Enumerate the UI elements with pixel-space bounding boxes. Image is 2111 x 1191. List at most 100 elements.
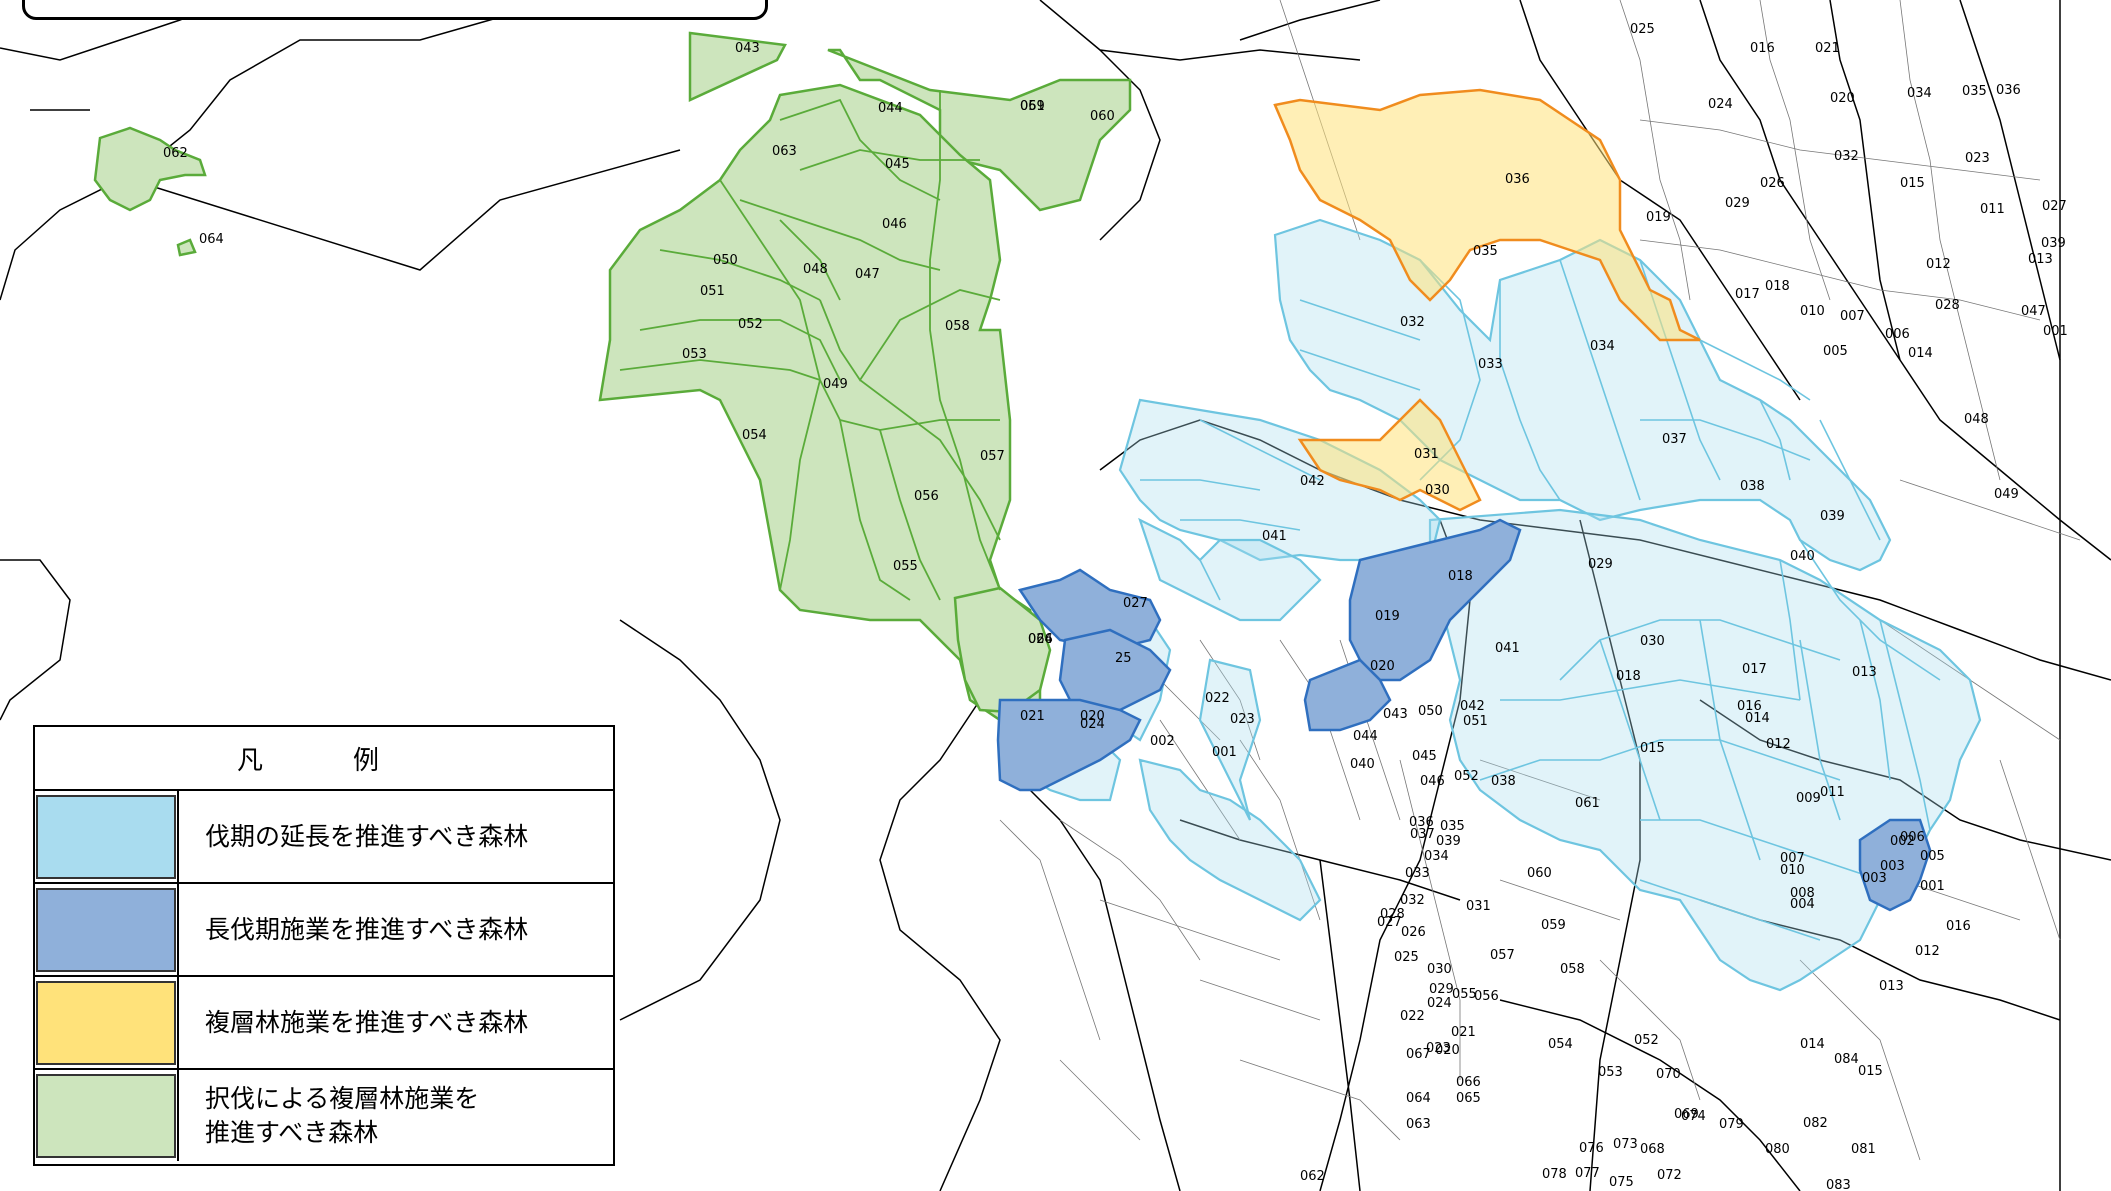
compartment-label: 022 [1205, 691, 1230, 706]
compartment-label: 079 [1719, 1117, 1744, 1132]
compartment-label: 052 [1454, 769, 1479, 784]
compartment-label: 063 [1406, 1117, 1431, 1132]
compartment-label: 057 [1490, 948, 1515, 963]
compartment-label: 007 [1780, 851, 1805, 866]
compartment-label: 030 [1640, 634, 1665, 649]
compartment-label: 013 [1852, 665, 1877, 680]
compartment-label: 033 [1405, 866, 1430, 881]
compartment-label: 033 [1478, 357, 1503, 372]
compartment-label: 056 [914, 489, 939, 504]
compartment-label: 015 [1640, 741, 1665, 756]
compartment-label: 021 [1451, 1025, 1476, 1040]
compartment-label: 051 [700, 284, 725, 299]
compartment-label: 021 [1020, 709, 1045, 724]
compartment-label: 019 [1646, 210, 1671, 225]
compartment-label: 037 [1410, 827, 1435, 842]
compartment-label: 006 [1900, 830, 1925, 845]
compartment-label: 041 [1495, 641, 1520, 656]
compartment-label: 051 [1463, 714, 1488, 729]
compartment-label: 040 [1790, 549, 1815, 564]
compartment-label: 005 [1823, 344, 1848, 359]
compartment-label: 066 [1456, 1075, 1481, 1090]
compartment-label: 059 [1020, 99, 1045, 114]
compartment-label: 012 [1926, 257, 1951, 272]
compartment-label: 077 [1575, 1166, 1600, 1181]
compartment-label: 069 [1674, 1107, 1699, 1122]
compartment-label: 060 [1527, 866, 1552, 881]
compartment-label: 052 [738, 317, 763, 332]
compartment-label: 030 [1427, 962, 1452, 977]
compartment-label: 016 [1946, 919, 1971, 934]
legend-swatch-selective [36, 1073, 176, 1158]
compartment-label: 058 [1560, 962, 1585, 977]
selective-cutting-zones [93, 31, 1132, 722]
compartment-label: 008 [1790, 886, 1815, 901]
light-blue-internal-lines [1140, 259, 1941, 941]
compartment-label: 032 [1834, 149, 1859, 164]
compartment-label: 035 [1962, 84, 1987, 99]
compartment-label: 052 [1634, 1033, 1659, 1048]
compartment-label: 014 [1908, 346, 1933, 361]
compartment-label: 026 [1028, 632, 1053, 647]
compartment-label: 031 [1466, 899, 1491, 914]
compartment-label: 038 [1740, 479, 1765, 494]
compartment-label: 016 [1737, 699, 1762, 714]
compartment-label: 013 [2028, 252, 2053, 267]
compartment-label: 064 [1028, 632, 1053, 647]
compartment-label: 072 [1657, 1168, 1682, 1183]
compartment-label: 026 [1401, 925, 1426, 940]
legend-title: 凡 例 [35, 727, 613, 791]
compartment-label: 046 [1420, 774, 1445, 789]
compartment-label: 027 [1377, 915, 1402, 930]
compartment-label: 058 [945, 319, 970, 334]
compartment-label: 002 [1150, 734, 1175, 749]
extend-rotation-zones [998, 218, 1982, 992]
legend-label-multi: 複層林施業を推進すべき森林 [205, 1007, 529, 1037]
compartment-label: 049 [1994, 487, 2019, 502]
compartment-label: 013 [1879, 979, 1904, 994]
compartment-label: 029 [1725, 196, 1750, 211]
compartment-label: 039 [2041, 236, 2066, 251]
compartment-label: 076 [1579, 1141, 1604, 1156]
compartment-label: 073 [1613, 1137, 1638, 1152]
compartment-label: 075 [1609, 1175, 1634, 1190]
compartment-label: 014 [1745, 711, 1770, 726]
compartment-label: 001 [2043, 324, 2068, 339]
legend-label-extend: 伐期の延長を推進すべき森林 [205, 821, 529, 851]
compartment-label: 042 [1460, 699, 1485, 714]
compartment-label: 046 [882, 217, 907, 232]
compartment-label: 056 [1474, 989, 1499, 1004]
compartment-label: 034 [1590, 339, 1615, 354]
map-title-frame [22, 0, 768, 20]
compartment-label: 003 [1880, 859, 1905, 874]
legend-swatch-long [36, 887, 176, 972]
legend-swatch-multi [36, 980, 176, 1065]
compartment-label: 020 [1370, 659, 1395, 674]
compartment-label: 015 [1858, 1064, 1883, 1079]
compartment-label: 019 [1375, 609, 1400, 624]
multi-storied-zones [1273, 88, 1701, 512]
compartment-label: 026 [1760, 176, 1785, 191]
compartment-label: 029 [1429, 982, 1454, 997]
compartment-label: 065 [1456, 1091, 1481, 1106]
compartment-label: 018 [1448, 569, 1473, 584]
compartment-label: 043 [735, 41, 760, 56]
compartment-label: 037 [1662, 432, 1687, 447]
compartment-label: 004 [1790, 897, 1815, 912]
compartment-label: 068 [1640, 1142, 1665, 1157]
compartment-label: 039 [1820, 509, 1845, 524]
compartment-label: 047 [855, 267, 880, 282]
compartment-label: 020 [1435, 1043, 1460, 1058]
legend-label-selective: 択伐による複層林施業を 推進すべき森林 [205, 1083, 480, 1147]
compartment-label: 005 [1920, 849, 1945, 864]
compartment-label: 023 [1965, 151, 1990, 166]
compartment-label: 049 [823, 377, 848, 392]
compartment-label: 022 [1400, 1009, 1425, 1024]
compartment-label: 036 [1505, 172, 1530, 187]
compartment-label: 061 [1575, 796, 1600, 811]
legend-row-selective: 択伐による複層林施業を 推進すべき森林 [35, 1070, 613, 1161]
compartment-label: 036 [1409, 815, 1434, 830]
compartment-label: 028 [1935, 298, 1960, 313]
